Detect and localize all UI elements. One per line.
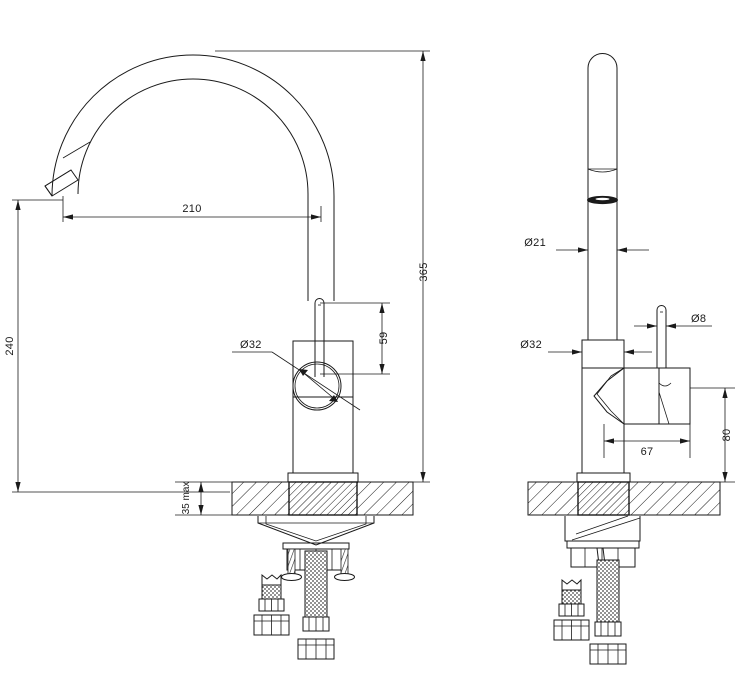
flex-hose-side	[589, 559, 627, 665]
spout-riser-column	[308, 206, 334, 301]
dim-59: 59	[320, 302, 390, 375]
flex-hose-front	[297, 550, 335, 660]
dim-label-dia32-side: Ø32	[520, 339, 542, 351]
hose-connector-side	[553, 580, 590, 641]
dim-label-67: 67	[641, 446, 654, 458]
dim-dia32-side: Ø32	[520, 339, 652, 364]
valve-body-front	[293, 341, 353, 473]
dim-35max: 35 max	[175, 481, 232, 516]
dim-label-35max: 35 max	[181, 482, 192, 515]
dim-label-210: 210	[182, 203, 201, 215]
undercounter-clamp-front	[258, 516, 374, 545]
dim-dia32-front: Ø32	[232, 339, 361, 411]
dim-67: 67	[603, 424, 691, 458]
side-view: Ø21 Ø32 Ø8 67	[520, 54, 735, 665]
dim-240: 240	[4, 199, 230, 493]
dim-label-240: 240	[4, 336, 16, 355]
hose-connector-front	[253, 575, 290, 636]
dim-label-80: 80	[721, 429, 733, 442]
dim-label-dia21: Ø21	[524, 237, 546, 249]
diameter-32-section-circle	[293, 362, 341, 410]
spout-gooseneck	[45, 55, 334, 206]
dim-210: 210	[62, 196, 322, 222]
dim-label-dia32-front: Ø32	[240, 339, 262, 351]
dim-label-dia8: Ø8	[691, 313, 706, 325]
dim-80: 80	[630, 387, 735, 483]
countertop-section-side	[527, 481, 721, 516]
dim-label-59: 59	[378, 332, 390, 345]
countertop-section-front	[231, 481, 414, 516]
spout-tube-side	[587, 54, 618, 341]
dim-dia8: Ø8	[634, 312, 712, 334]
dim-label-365: 365	[418, 262, 430, 281]
front-view: 210 240 365 59	[4, 50, 430, 660]
dim-dia21: Ø21	[524, 237, 649, 262]
dim-365: 365	[215, 50, 430, 483]
